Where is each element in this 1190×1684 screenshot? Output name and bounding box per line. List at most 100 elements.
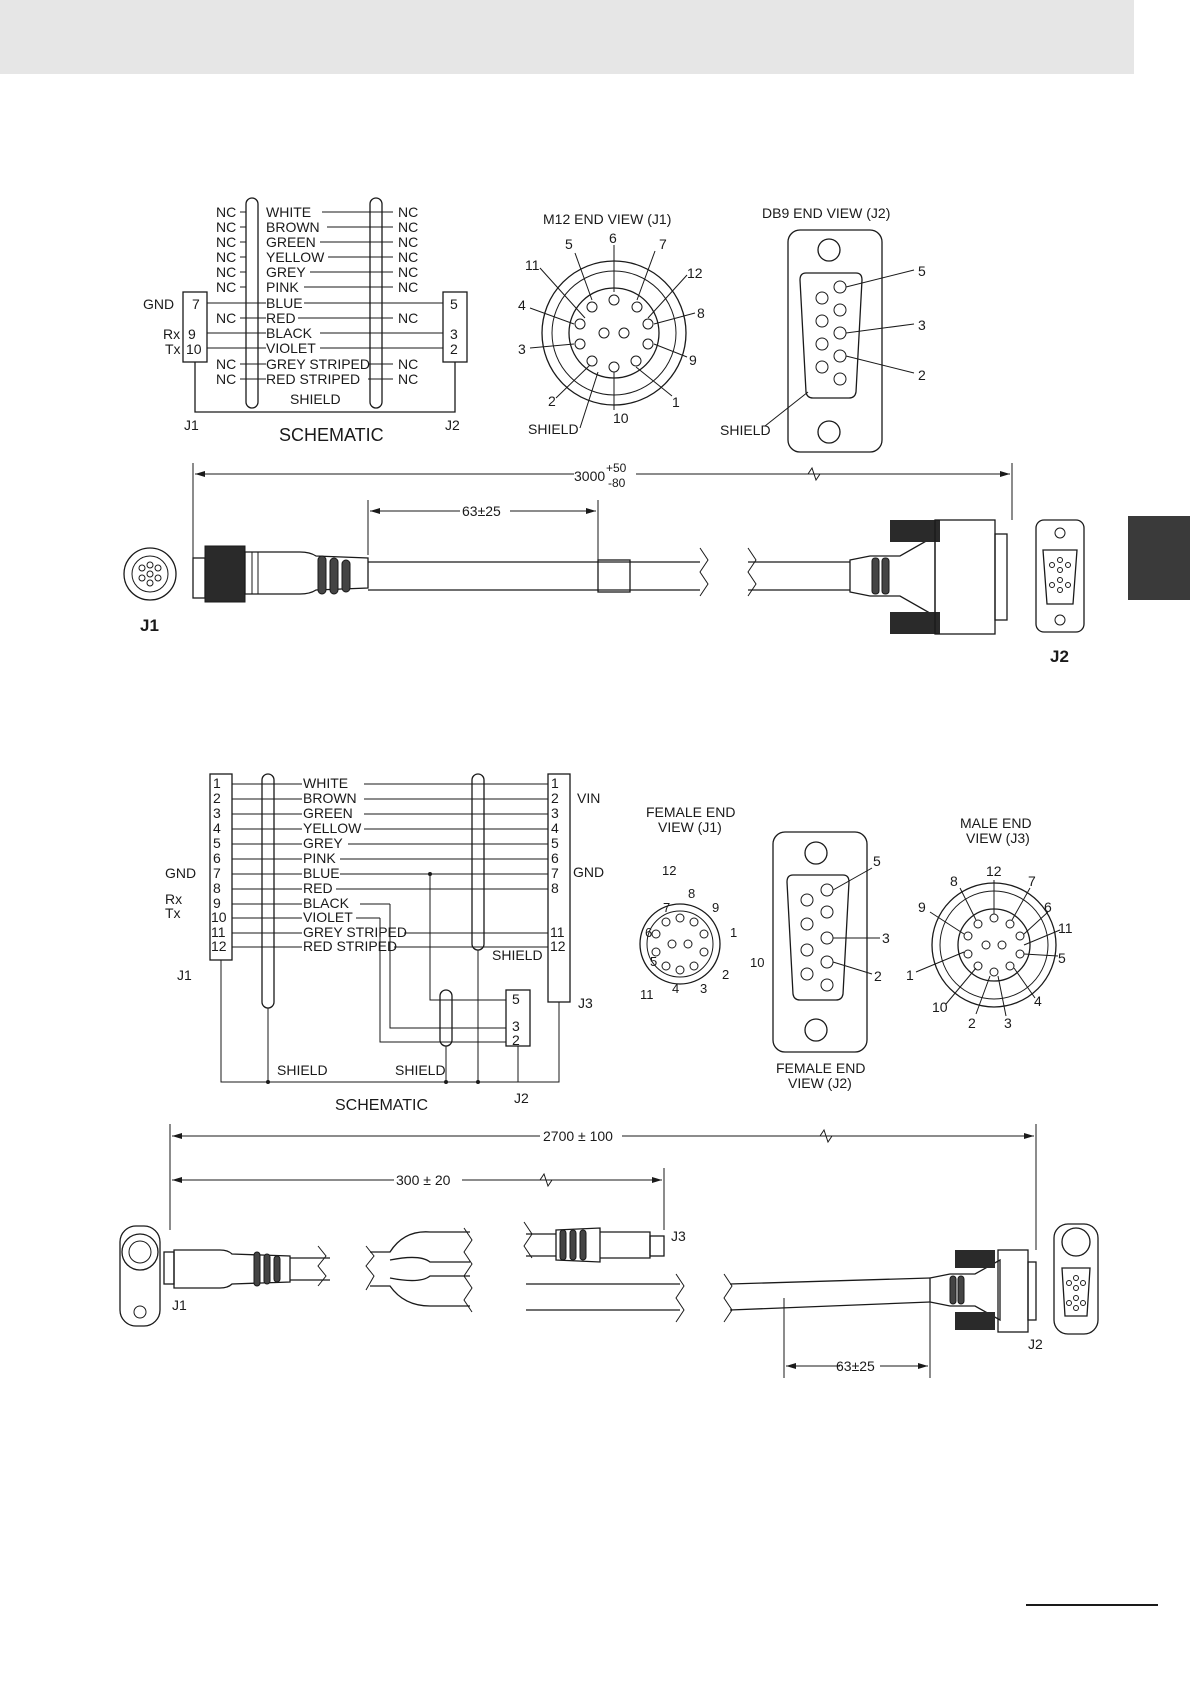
c2-female-j1-view: FEMALE END VIEW (J1) 12 8 9 7 6 1 5 10 2… bbox=[639, 804, 764, 1002]
c1-j1-label: J1 bbox=[184, 417, 199, 433]
c2-overall-dim: 2700 ± 100 bbox=[543, 1128, 613, 1144]
svg-text:5: 5 bbox=[873, 853, 881, 869]
svg-text:12: 12 bbox=[662, 863, 676, 878]
svg-text:3: 3 bbox=[918, 317, 926, 333]
svg-text:9: 9 bbox=[213, 895, 221, 911]
c2-j2-pins: 5 3 2 bbox=[512, 991, 520, 1048]
svg-text:9: 9 bbox=[712, 900, 719, 915]
c2-j3-pins: 1 2 3 4 5 6 7 8 11 12 bbox=[550, 775, 566, 954]
svg-text:RED: RED bbox=[303, 880, 333, 896]
c2-schematic-title: SCHEMATIC bbox=[335, 1097, 428, 1114]
section-tab bbox=[1128, 516, 1190, 600]
svg-text:10: 10 bbox=[211, 909, 227, 925]
c2-shield-j3: SHIELD bbox=[492, 947, 543, 963]
c1-overall-plus: +50 bbox=[606, 461, 627, 475]
svg-text:2: 2 bbox=[968, 1015, 976, 1031]
c1-cable-drawing: 3000 +50 -80 63±25 J1 bbox=[123, 461, 1085, 666]
c1-j2-label: J2 bbox=[445, 417, 460, 433]
svg-text:5: 5 bbox=[551, 835, 559, 851]
cable2-schematic: 1 2 3 4 5 6 7 8 9 10 11 12 1 2 3 4 5 6 7… bbox=[165, 773, 604, 1114]
svg-text:5: 5 bbox=[918, 263, 926, 279]
c2-j1-pins: 1 2 3 4 5 6 7 8 9 10 11 12 bbox=[211, 775, 227, 954]
c2-rx-label: Rx bbox=[165, 891, 182, 907]
svg-text:9: 9 bbox=[689, 352, 697, 368]
svg-text:3: 3 bbox=[1004, 1015, 1012, 1031]
svg-text:7: 7 bbox=[551, 865, 559, 881]
svg-text:BLUE: BLUE bbox=[266, 295, 303, 311]
svg-text:2: 2 bbox=[874, 968, 882, 984]
c1-db9-end-view: DB9 END VIEW (J2) 5 3 2 SHIELD bbox=[720, 205, 926, 453]
svg-text:2: 2 bbox=[512, 1032, 520, 1048]
svg-text:GREY STRIPED: GREY STRIPED bbox=[266, 356, 370, 372]
svg-text:FEMALE END: FEMALE END bbox=[776, 1060, 865, 1076]
footer-rule bbox=[1026, 1604, 1158, 1606]
svg-text:WHITE: WHITE bbox=[266, 204, 311, 220]
svg-text:NC: NC bbox=[398, 279, 418, 295]
c1-overall-minus: -80 bbox=[608, 476, 626, 490]
svg-text:5: 5 bbox=[512, 991, 520, 1007]
svg-text:2: 2 bbox=[918, 367, 926, 383]
c2-j3-cable-label: J3 bbox=[671, 1228, 686, 1244]
c2-j3-label: J3 bbox=[578, 995, 593, 1011]
svg-text:GREY: GREY bbox=[266, 264, 306, 280]
c2-j1-cable-label: J1 bbox=[172, 1297, 187, 1313]
svg-text:3: 3 bbox=[213, 805, 221, 821]
c1-db9-shield: SHIELD bbox=[720, 422, 771, 438]
svg-text:1: 1 bbox=[730, 925, 737, 940]
svg-text:YELLOW: YELLOW bbox=[303, 820, 362, 836]
svg-text:10: 10 bbox=[750, 955, 764, 970]
svg-text:8: 8 bbox=[688, 886, 695, 901]
svg-text:FEMALE END: FEMALE END bbox=[646, 804, 735, 820]
c1-j2-face-label: J2 bbox=[1050, 647, 1069, 666]
c1-j1-face-label: J1 bbox=[140, 616, 159, 635]
c1-shield-label: SHIELD bbox=[290, 391, 341, 407]
svg-text:RED STRIPED: RED STRIPED bbox=[303, 938, 397, 954]
svg-text:2: 2 bbox=[722, 967, 729, 982]
c1-j2-pin: 2 bbox=[450, 341, 458, 357]
svg-text:VIOLET: VIOLET bbox=[303, 909, 353, 925]
svg-text:BLACK: BLACK bbox=[303, 895, 350, 911]
svg-text:3: 3 bbox=[518, 341, 526, 357]
svg-text:GREY: GREY bbox=[303, 835, 343, 851]
c1-nc-left: NC NC NC NC NC NC NC NC NC bbox=[216, 204, 236, 387]
c2-female-j2-view: 5 3 2 FEMALE END VIEW (J2) bbox=[772, 831, 890, 1091]
svg-text:YELLOW: YELLOW bbox=[266, 249, 325, 265]
svg-text:NC: NC bbox=[398, 356, 418, 372]
svg-text:10: 10 bbox=[932, 999, 948, 1015]
svg-text:BLUE: BLUE bbox=[303, 865, 340, 881]
c1-rx-label: Rx bbox=[163, 326, 180, 342]
svg-text:BROWN: BROWN bbox=[303, 790, 357, 806]
c2-wire-labels: WHITE BROWN GREEN YELLOW GREY PINK BLUE … bbox=[303, 775, 407, 954]
svg-text:GREEN: GREEN bbox=[266, 234, 316, 250]
c1-m12-title: M12 END VIEW (J1) bbox=[543, 211, 671, 227]
svg-text:GREY STRIPED: GREY STRIPED bbox=[303, 924, 407, 940]
svg-text:NC: NC bbox=[216, 356, 236, 372]
c1-db9-title: DB9 END VIEW (J2) bbox=[762, 205, 890, 221]
svg-text:3: 3 bbox=[512, 1018, 520, 1034]
c1-j1-pin: 10 bbox=[186, 341, 202, 357]
svg-text:NC: NC bbox=[216, 310, 236, 326]
svg-text:NC: NC bbox=[216, 279, 236, 295]
svg-text:BROWN: BROWN bbox=[266, 219, 320, 235]
svg-text:NC: NC bbox=[216, 234, 236, 250]
c2-tx-label: Tx bbox=[165, 905, 181, 921]
svg-text:7: 7 bbox=[663, 900, 670, 915]
svg-text:1: 1 bbox=[906, 967, 914, 983]
svg-text:NC: NC bbox=[398, 204, 418, 220]
svg-text:4: 4 bbox=[551, 820, 559, 836]
c1-m12-end-view: M12 END VIEW (J1) 5 6 7 11 bbox=[518, 211, 705, 437]
c2-shield-j1: SHIELD bbox=[277, 1062, 328, 1078]
svg-text:NC: NC bbox=[398, 219, 418, 235]
c2-gnd-left: GND bbox=[165, 865, 196, 881]
svg-text:NC: NC bbox=[398, 234, 418, 250]
svg-text:6: 6 bbox=[645, 925, 652, 940]
svg-text:NC: NC bbox=[216, 371, 236, 387]
svg-text:11: 11 bbox=[640, 987, 654, 1002]
svg-text:5: 5 bbox=[565, 236, 573, 252]
svg-text:4: 4 bbox=[672, 981, 679, 996]
svg-text:11: 11 bbox=[1058, 920, 1073, 936]
svg-text:3: 3 bbox=[700, 981, 707, 996]
svg-text:4: 4 bbox=[518, 297, 526, 313]
c1-m12-shield: SHIELD bbox=[528, 421, 579, 437]
